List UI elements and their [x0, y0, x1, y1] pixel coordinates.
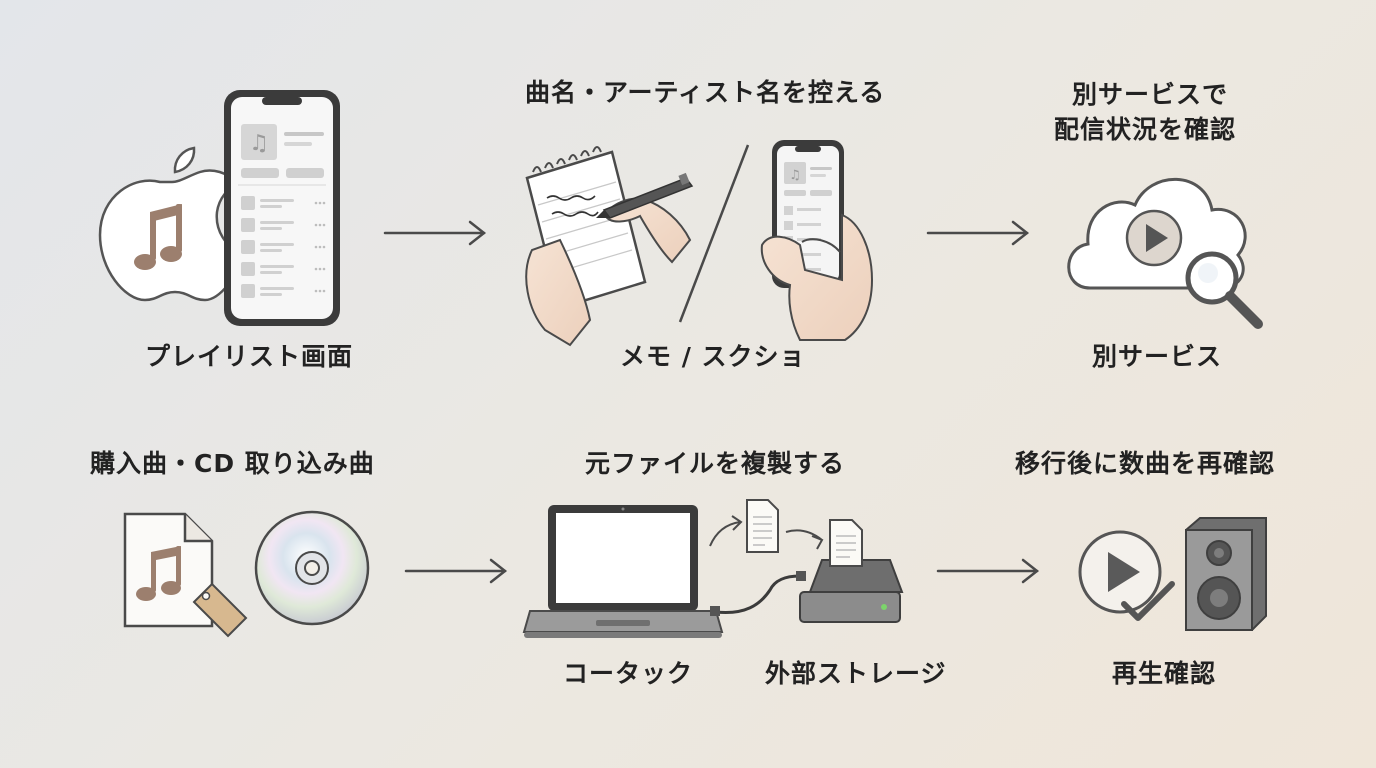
phone-in-hand-icon: ♫: [760, 140, 874, 341]
arrow-right-icon: [404, 558, 508, 584]
copy-file-icon: [709, 499, 824, 553]
row2-step1-heading: 購入曲・CD 取り込み曲: [90, 449, 375, 478]
step2-heading: 曲名・アーティスト名を控える: [525, 78, 886, 107]
apple-music-icon: [98, 146, 246, 302]
music-file-tag-icon: [123, 512, 248, 638]
arrow-right-icon: [383, 220, 487, 246]
step3-heading-line1: 別サービスで: [1072, 80, 1229, 109]
play-check-icon: [1078, 530, 1175, 621]
cd-disc-icon: [254, 510, 370, 626]
row2-step2-label-left: コータック: [563, 659, 694, 688]
svg-text:♫: ♫: [789, 168, 801, 183]
step2-label: メモ / スクショ: [620, 342, 806, 371]
svg-text:♫: ♫: [249, 131, 269, 156]
row2-step2-heading: 元ファイルを複製する: [585, 449, 846, 478]
row2-step2-label-right: 外部ストレージ: [765, 659, 947, 688]
external-storage-icon: [799, 519, 904, 623]
notepad-writing-icon: [525, 146, 694, 347]
laptop-icon: [522, 505, 806, 638]
row2-step3-heading: 移行後に数曲を再確認: [1015, 449, 1276, 478]
slash-divider: [678, 144, 750, 323]
cloud-search-icon: [1067, 177, 1263, 329]
step3-heading-line2: 配信状況を確認: [1054, 115, 1237, 144]
step3-label: 別サービス: [1092, 342, 1223, 371]
arrow-right-icon: [936, 558, 1040, 584]
smartphone-playlist-icon: ♫: [224, 90, 340, 326]
arrow-right-icon: [926, 220, 1030, 246]
speaker-icon: [1185, 517, 1267, 631]
step1-label: プレイリスト画面: [145, 342, 354, 371]
row2-step3-label: 再生確認: [1112, 659, 1217, 688]
